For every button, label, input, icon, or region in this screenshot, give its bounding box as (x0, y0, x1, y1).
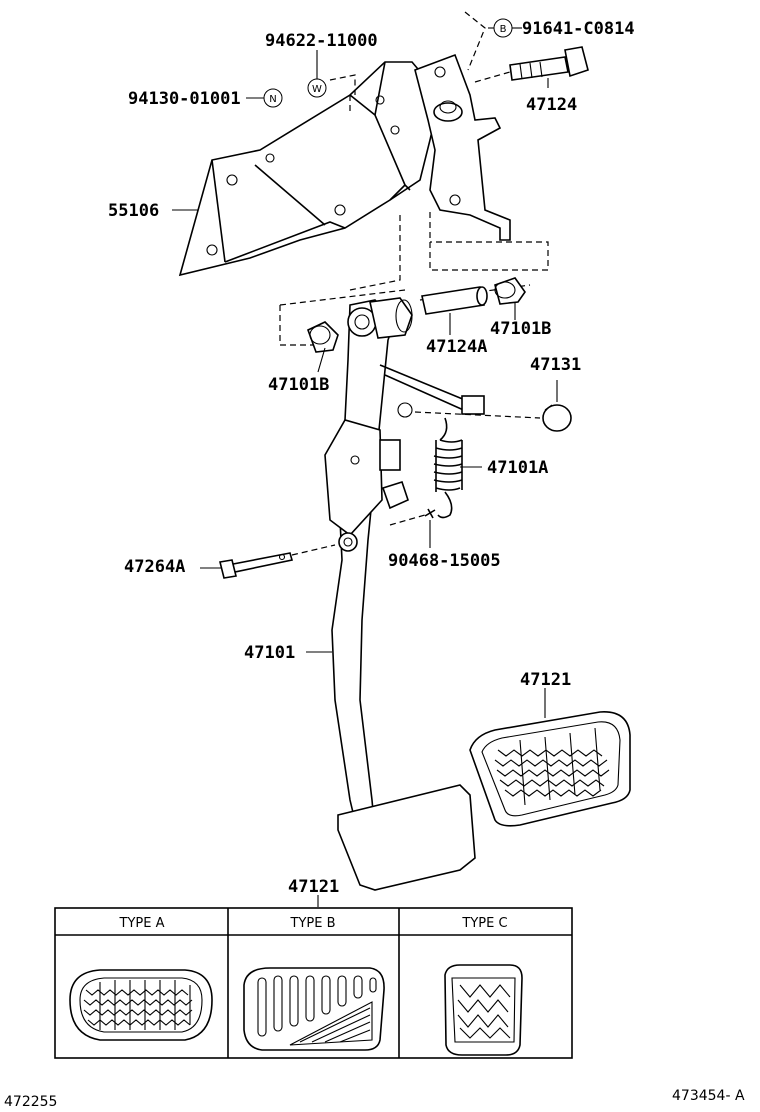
return-spring-47101a (433, 417, 463, 519)
pad-type-b-illustration (243, 967, 385, 1051)
collar-47101b-right (494, 277, 526, 305)
bolt-91641 (509, 46, 589, 81)
leader-lines (172, 27, 558, 907)
callout-b: B (493, 18, 513, 38)
label-47101b-right: 47101B (490, 319, 551, 339)
footer-code-right: 473454- A (672, 1088, 745, 1104)
svg-text:W: W (312, 84, 322, 95)
pedal-arm-47101 (324, 297, 485, 852)
label-90468-15005: 90468-15005 (388, 551, 501, 571)
pedal-bracket-55106 (178, 53, 511, 277)
pad-type-table: TYPE A TYPE B TYPE C (54, 907, 573, 1059)
bushing-47124a (421, 286, 488, 315)
svg-text:B: B (500, 24, 507, 35)
pad-type-c-illustration (444, 964, 523, 1056)
label-47121-table: 47121 (288, 877, 339, 897)
callout-n: N (263, 88, 283, 108)
table-header-type-b: TYPE B (290, 916, 336, 931)
stopper-cushion-47131 (542, 404, 572, 432)
clevis-pin-47264a (219, 552, 294, 579)
table-header-type-a: TYPE A (119, 916, 165, 931)
label-94622-11000: 94622-11000 (265, 31, 378, 51)
label-47124a: 47124A (426, 337, 487, 357)
footer-code-left: 472255 (4, 1094, 57, 1110)
label-55106: 55106 (108, 201, 159, 221)
label-47101b-left: 47101B (268, 375, 329, 395)
label-94130-01001: 94130-01001 (128, 89, 241, 109)
label-47121-top: 47121 (520, 670, 571, 690)
label-47131: 47131 (530, 355, 581, 375)
pad-type-a-illustration (69, 969, 213, 1041)
clip-90468 (424, 508, 436, 519)
label-47101a: 47101A (487, 458, 548, 478)
label-47101: 47101 (244, 643, 295, 663)
collar-47101b-left (306, 321, 339, 353)
table-header-type-c: TYPE C (461, 916, 507, 931)
label-47124: 47124 (526, 95, 577, 115)
pedal-pad-47121 (469, 711, 631, 827)
callout-w: W (307, 78, 327, 98)
label-47264a: 47264A (124, 557, 185, 577)
pedal-pad-base (337, 784, 476, 891)
svg-text:N: N (269, 94, 276, 105)
label-91641-c0814: 91641-C0814 (522, 19, 635, 39)
